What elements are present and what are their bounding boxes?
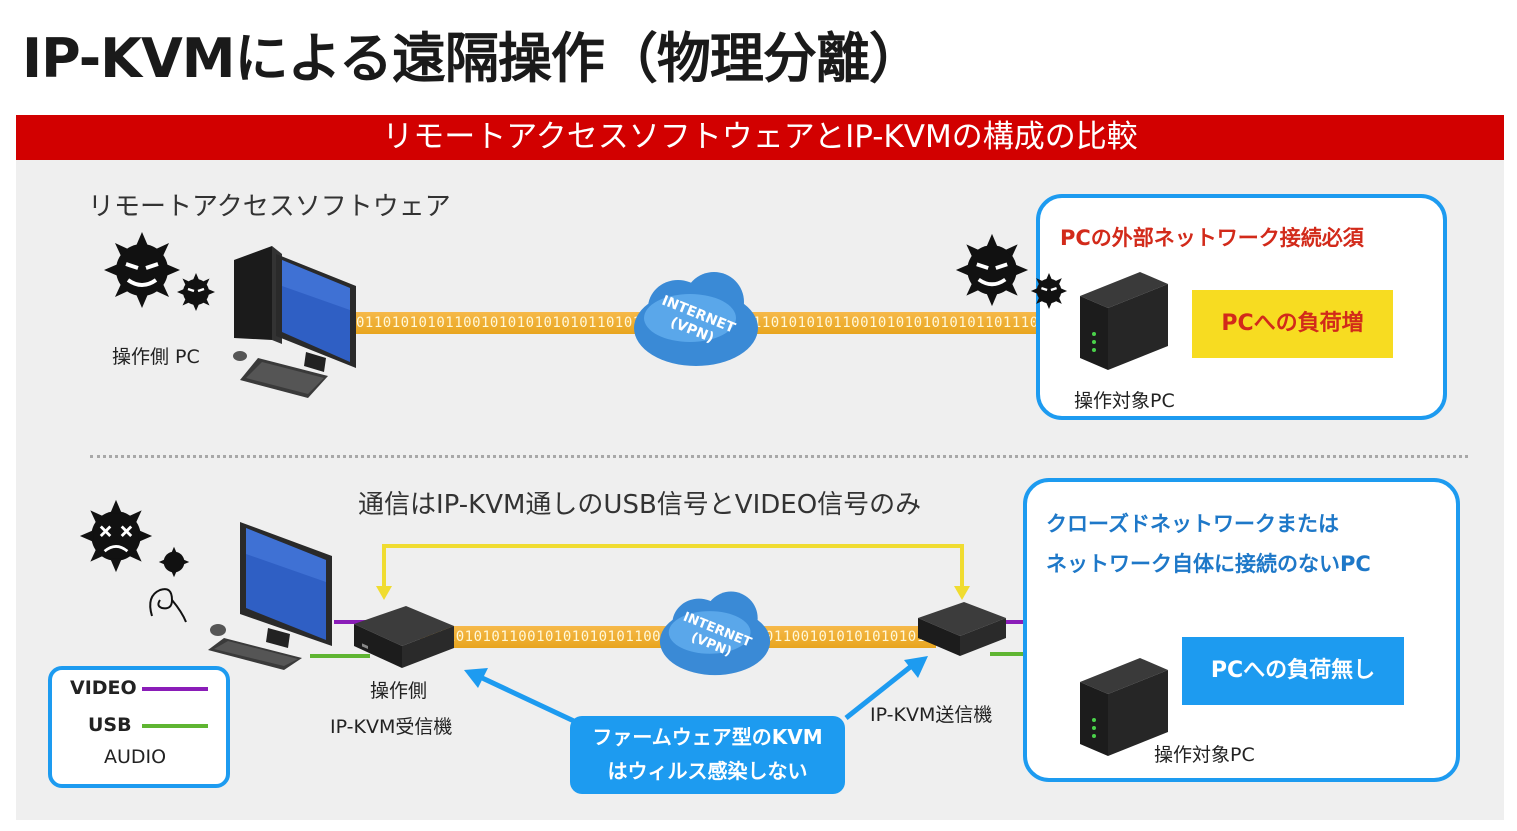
small-virus-icon-right — [1030, 272, 1068, 310]
closed-network-heading-2: ネットワーク自体に接続のないPC — [1046, 552, 1371, 576]
comparison-banner: リモートアクセスソフトウェアとIP-KVMの構成の比較 — [16, 115, 1504, 160]
legend-video-label: VIDEO — [70, 677, 137, 699]
operator-pc-icon — [233, 246, 356, 398]
target-pc-label-bottom: 操作対象PC — [1154, 744, 1255, 766]
legend-video-swatch — [142, 687, 208, 691]
target-pc-label-top: 操作対象PC — [1074, 390, 1175, 412]
legend-usb-swatch — [142, 724, 208, 728]
page-title: IP-KVMによる遠隔操作（物理分離） — [22, 27, 923, 90]
callout-line-1: ファームウェア型のKVM — [592, 725, 823, 749]
target-pc-tower-icon-bottom — [1080, 658, 1168, 756]
receiver-label-1: 操作側 — [370, 680, 428, 702]
ipkvm-receiver-icon — [354, 606, 454, 668]
legend-audio-label: AUDIO — [104, 746, 167, 768]
closed-network-heading-1: クローズドネットワークまたは — [1046, 512, 1339, 536]
ipkvm-transmitter-icon — [918, 602, 1006, 656]
virus-icon — [104, 232, 180, 308]
small-defeated-virus-icon — [158, 546, 190, 578]
transmitter-label: IP-KVM送信機 — [870, 704, 993, 726]
legend-usb-label: USB — [88, 714, 132, 736]
remote-software-heading: リモートアクセスソフトウェア — [88, 192, 451, 222]
network-required-heading: PCの外部ネットワーク接続必須 — [1060, 226, 1364, 250]
ipkvm-heading: 通信はIP-KVM通しのUSB信号とVIDEO信号のみ — [358, 490, 922, 520]
target-pc-tower-icon — [1080, 272, 1168, 370]
operator-monitor-icon — [208, 522, 332, 670]
data-stream-bottom-right: 101100101010101010110101010 — [756, 626, 936, 648]
internet-cloud-icon-bottom — [659, 591, 771, 676]
firmware-callout: ファームウェア型のKVM はウィルス感染しない — [570, 716, 845, 794]
section-divider — [90, 455, 1468, 458]
callout-line-2: はウィルス感染しない — [607, 759, 808, 783]
receiver-label-2: IP-KVM受信機 — [330, 716, 453, 738]
data-stream-bottom-left: 1101010101100101010101011001010101 — [420, 626, 668, 648]
small-virus-icon — [177, 273, 215, 311]
defeated-virus-icon — [79, 499, 153, 573]
virus-icon-right — [955, 233, 1029, 307]
data-stream-left: 01101010101100101010101010110101010 — [356, 312, 646, 334]
no-load-tag: PCへの負荷無し — [1182, 637, 1404, 705]
data-stream-right: 01101010101100101010101010110111010 — [744, 312, 1084, 334]
control-loop-line — [382, 544, 964, 588]
confused-swirl-icon — [149, 588, 187, 623]
operator-pc-label: 操作側 PC — [112, 346, 200, 368]
internet-cloud-icon — [634, 272, 758, 366]
load-increase-tag: PCへの負荷増 — [1192, 290, 1393, 358]
